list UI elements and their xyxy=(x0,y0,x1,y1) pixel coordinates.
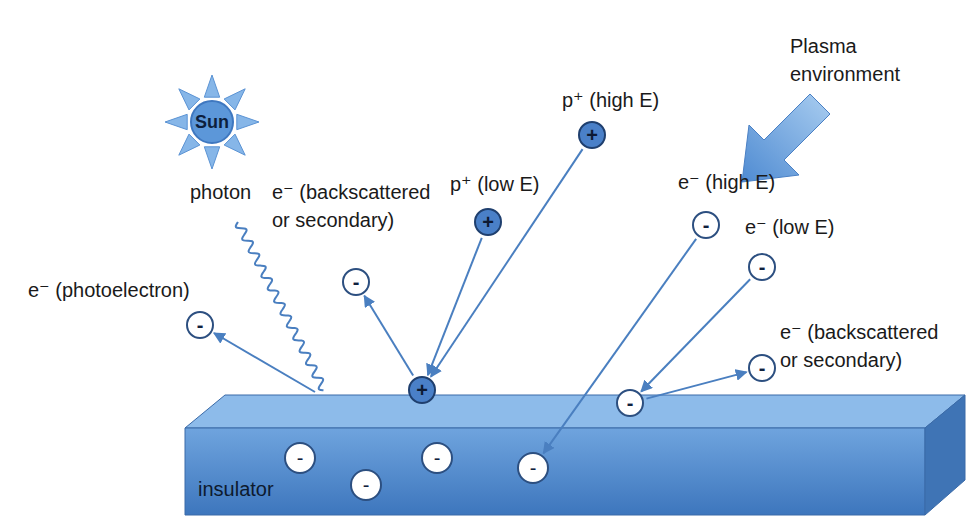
sun-rays xyxy=(165,75,259,169)
sun-ray xyxy=(204,147,219,169)
charge-sign: - xyxy=(297,446,304,470)
electron-circle: - xyxy=(342,268,370,296)
sun-ray xyxy=(237,114,259,129)
particle-label: e⁻ (backscattered or secondary) xyxy=(272,178,444,234)
electron-circle: - xyxy=(284,442,316,474)
charge-sign: - xyxy=(363,473,370,497)
particle-arrow xyxy=(364,296,413,376)
plasma-label: Plasma environment xyxy=(790,32,915,88)
charge-sign: - xyxy=(703,215,710,235)
photoelectron-arrow xyxy=(214,333,315,392)
charge-sign: + xyxy=(586,125,598,145)
electron-circle: - xyxy=(186,311,214,339)
block-label: insulator xyxy=(198,477,274,501)
insulator-side xyxy=(925,395,965,515)
proton-circle: + xyxy=(474,208,502,236)
sun-ray xyxy=(165,114,187,129)
electron-circle: - xyxy=(616,389,644,417)
electron-circle: - xyxy=(748,354,776,382)
sun-circle: Sun xyxy=(190,100,234,144)
electron-circle: - xyxy=(748,253,776,281)
electron-circle: - xyxy=(517,452,549,484)
charge-sign: - xyxy=(434,446,441,470)
insulator-front xyxy=(185,428,925,515)
particle-label: e⁻ (high E) xyxy=(678,170,775,194)
proton-circle: + xyxy=(578,121,606,149)
photon-wave xyxy=(236,222,324,390)
sun-ray xyxy=(204,75,219,97)
charge-sign: - xyxy=(197,315,204,335)
particle-label: e⁻ (backscattered or secondary) xyxy=(780,318,952,374)
particle-label: e⁻ (photoelectron) xyxy=(28,278,190,302)
particle-arrow xyxy=(431,149,583,377)
charge-sign: - xyxy=(353,272,360,292)
particle-arrow xyxy=(428,238,482,375)
particle-label: e⁻ (low E) xyxy=(745,215,834,239)
electron-circle: - xyxy=(421,442,453,474)
photon-label: photon xyxy=(190,180,251,204)
insulator-top xyxy=(185,395,965,428)
charge-sign: + xyxy=(416,380,428,400)
charge-sign: Sun xyxy=(195,113,229,131)
particle-label: p⁺ (low E) xyxy=(450,172,539,196)
electron-circle: - xyxy=(350,469,382,501)
insulator-block: insulator---- xyxy=(185,395,965,515)
proton-circle: + xyxy=(408,376,436,404)
charge-sign: - xyxy=(530,456,537,480)
charge-sign: + xyxy=(482,212,494,232)
charge-sign: - xyxy=(759,358,766,378)
particle-label: p⁺ (high E) xyxy=(562,88,659,112)
charge-sign: - xyxy=(759,257,766,277)
charge-sign: - xyxy=(627,393,634,413)
electron-circle: - xyxy=(692,211,720,239)
plasma-arrow xyxy=(742,94,830,182)
